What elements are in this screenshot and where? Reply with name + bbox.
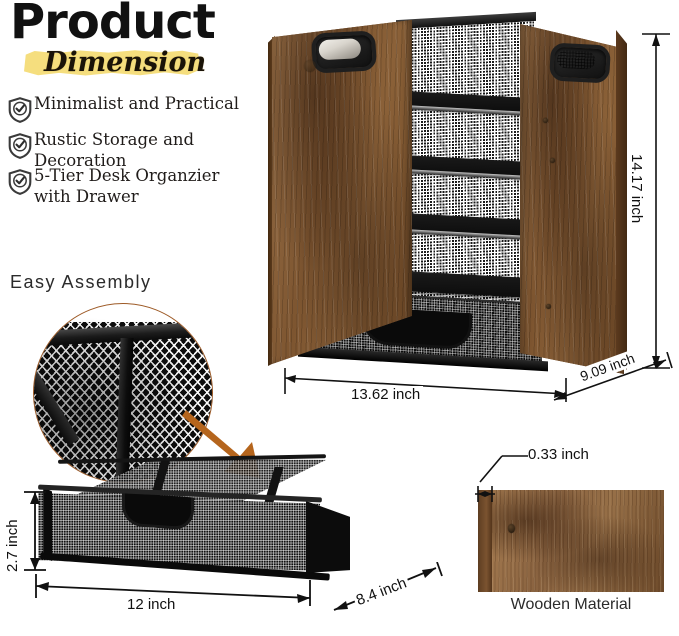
drawer-left-face (43, 487, 52, 561)
closeup-shading (34, 304, 212, 482)
shield-check-icon (8, 133, 32, 159)
width-dimension-annotation (284, 368, 567, 402)
feature-label: 5-Tier Desk Organzier with Drawer (34, 166, 220, 206)
drawer-height-annotation (24, 491, 46, 571)
wood-surface (492, 490, 664, 592)
easy-assembly-label: Easy Assembly (10, 272, 152, 292)
highlight-brush-stroke (24, 50, 200, 76)
knot-mark (304, 60, 316, 72)
left-handle-slot[interactable] (310, 30, 378, 74)
right-handle-hole (556, 49, 596, 70)
feature-item-0: Minimalist and Practical (6, 94, 272, 132)
thickness-annotation (475, 455, 528, 502)
wood-edge-thickness (478, 490, 492, 592)
left-wood-panel (272, 20, 412, 364)
feature-item-2: 5-Tier Desk Organzier with Drawer (6, 166, 272, 224)
page-subtitle: Dimension (44, 47, 207, 78)
drawer-width-annotation (35, 574, 311, 606)
drawer-height-label: 2.7 inch (4, 519, 21, 572)
height-dimension-annotation (642, 33, 670, 369)
feature-item-1: Rustic Storage and Decoration (6, 130, 272, 170)
assembly-closeup-circle (33, 303, 213, 483)
screw-icon (546, 304, 551, 309)
height-dimension-label: 14.17 inch (628, 150, 645, 228)
shield-check-icon (8, 169, 32, 195)
left-panel-edge (268, 35, 275, 366)
thickness-label: 0.33 inch (528, 446, 589, 463)
feature-label: Minimalist and Practical (34, 94, 240, 113)
drawer-width-label: 12 inch (124, 596, 179, 613)
left-handle-hole (318, 38, 362, 61)
feature-list: Minimalist and Practical Rustic Storage … (6, 94, 272, 224)
subtitle-group: Dimension (24, 44, 207, 86)
right-wood-panel (520, 24, 624, 374)
right-handle-slot[interactable] (549, 42, 611, 84)
product-illustration (268, 6, 628, 378)
screw-icon (543, 118, 548, 123)
drawer-detail-illustration (30, 454, 350, 595)
shield-check-icon (8, 97, 32, 123)
feature-label: Rustic Storage and Decoration (34, 130, 195, 170)
wooden-material-caption: Wooden Material (510, 596, 632, 613)
screw-icon (508, 524, 515, 533)
wooden-material-sample (478, 490, 664, 592)
width-dimension-label: 13.62 inch (348, 386, 424, 403)
right-panel-edge (616, 30, 627, 370)
screw-icon (550, 158, 555, 163)
page-title: Product (10, 0, 216, 50)
